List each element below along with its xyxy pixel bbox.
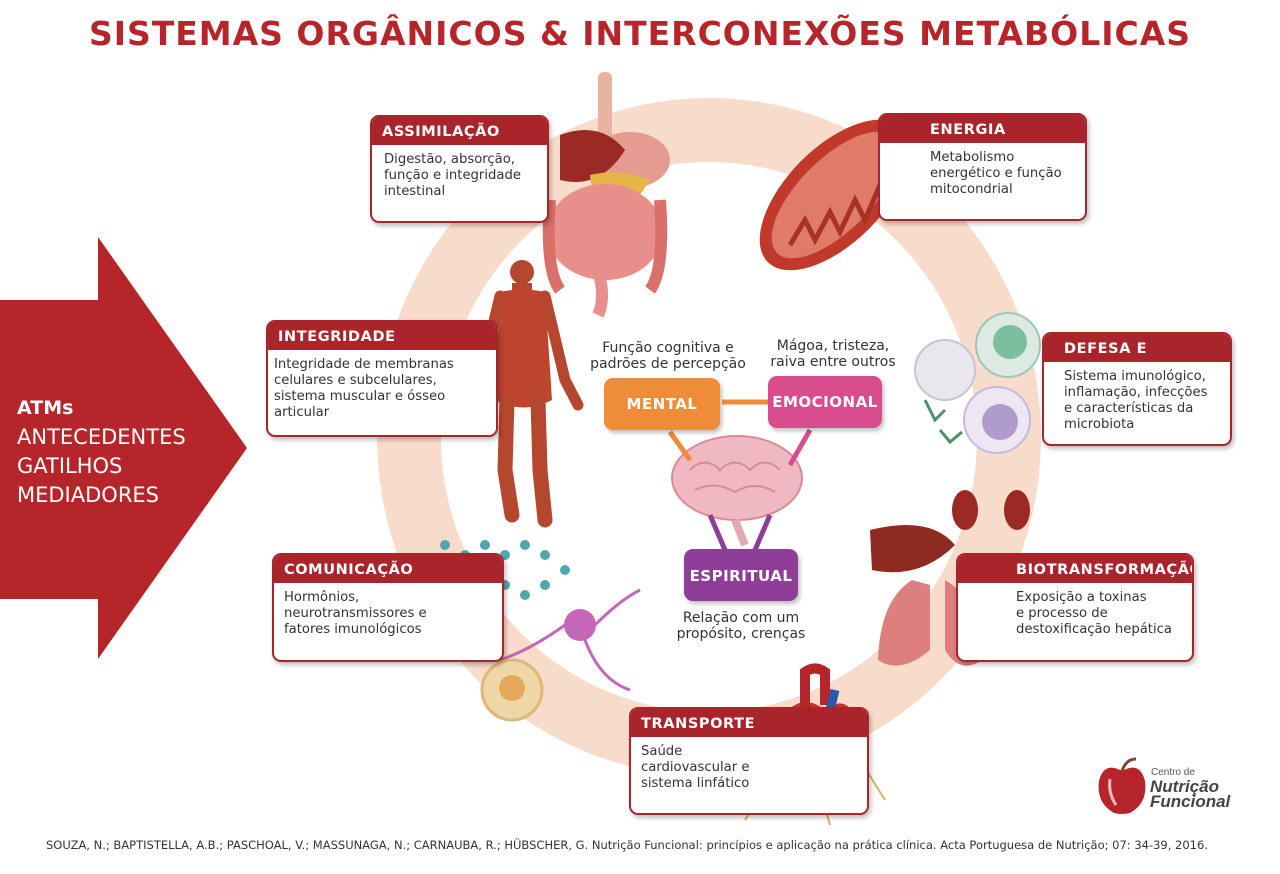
emocional-caption: Mágoa, tristeza, raiva entre outros <box>770 338 896 370</box>
card-comunicacao-text: Hormônios, neurotransmissores e fatores … <box>284 590 427 637</box>
card-integridade-title: INTEGRIDADE ESTRUTURAL <box>268 322 496 375</box>
brain-illustration <box>671 435 803 547</box>
logo-nutricao-funcional: Nutrição Funcional <box>1150 777 1231 811</box>
card-energia: ENERGIA Metabolismo energético e função … <box>878 113 1087 221</box>
card-biotransformacao-title: BIOTRANSFORMAÇÃO <box>958 555 1192 583</box>
card-integridade-estrutural: INTEGRIDADE ESTRUTURAL Integridade de me… <box>266 320 498 437</box>
card-energia-text: Metabolismo energético e função mitocond… <box>930 150 1062 197</box>
immune-cells-illustration <box>914 312 1041 454</box>
atms-line-antecedentes: ANTECEDENTES <box>17 425 186 449</box>
emocional-pill: EMOCIONAL <box>768 376 882 428</box>
atms-text: ATMs ANTECEDENTES GATILHOS MEDIADORES <box>17 394 186 510</box>
page-title: SISTEMAS ORGÂNICOS & INTERCONEXÕES METAB… <box>88 14 1192 53</box>
card-defesa-reparo: DEFESA E REPARO Sistema imunológico, inf… <box>1042 332 1232 446</box>
mental-pill: MENTAL <box>604 378 720 430</box>
card-assimilacao-text: Digestão, absorção, função e integridade… <box>384 152 521 199</box>
atms-line-mediadores: MEDIADORES <box>17 483 160 507</box>
card-defesa-text: Sistema imunológico, inflamação, infecçõ… <box>1064 369 1208 432</box>
card-comunicacao-title: COMUNICAÇÃO <box>274 555 502 583</box>
card-transporte: TRANSPORTE Saúde cardiovascular e sistem… <box>629 707 869 815</box>
card-assimilacao-title: ASSIMILAÇÃO <box>372 117 547 145</box>
card-defesa-title: DEFESA E REPARO <box>1044 334 1230 387</box>
reference-citation: SOUZA, N.; BAPTISTELLA, A.B.; PASCHOAL, … <box>46 838 1208 852</box>
mitochondria-illustration <box>759 119 911 271</box>
logo-centro-de: Centro de <box>1151 767 1195 778</box>
card-biotransformacao: BIOTRANSFORMAÇÃO Exposição a toxinas e p… <box>956 553 1194 662</box>
card-integridade-text: Integridade de membranas celulares e sub… <box>274 357 454 420</box>
atms-heading: ATMs <box>17 397 74 419</box>
digestive-system-illustration <box>542 72 670 318</box>
espiritual-caption: Relação com um propósito, crenças <box>676 610 806 642</box>
atms-line-gatilhos: GATILHOS <box>17 454 123 478</box>
atms-arrow <box>0 237 247 659</box>
mind-connectors <box>667 399 813 551</box>
mental-caption: Função cognitiva e padrões de percepção <box>590 340 746 372</box>
card-assimilacao: ASSIMILAÇÃO Digestão, absorção, função e… <box>370 115 549 223</box>
card-biotransformacao-text: Exposição a toxinas e processo de destox… <box>1016 590 1172 637</box>
apple-logo-icon <box>1098 757 1146 814</box>
card-transporte-text: Saúde cardiovascular e sistema linfático <box>641 744 750 791</box>
card-transporte-title: TRANSPORTE <box>631 709 867 737</box>
card-comunicacao: COMUNICAÇÃO Hormônios, neurotransmissore… <box>272 553 504 662</box>
espiritual-pill: ESPIRITUAL <box>684 549 798 601</box>
card-energia-title: ENERGIA <box>880 115 1085 143</box>
